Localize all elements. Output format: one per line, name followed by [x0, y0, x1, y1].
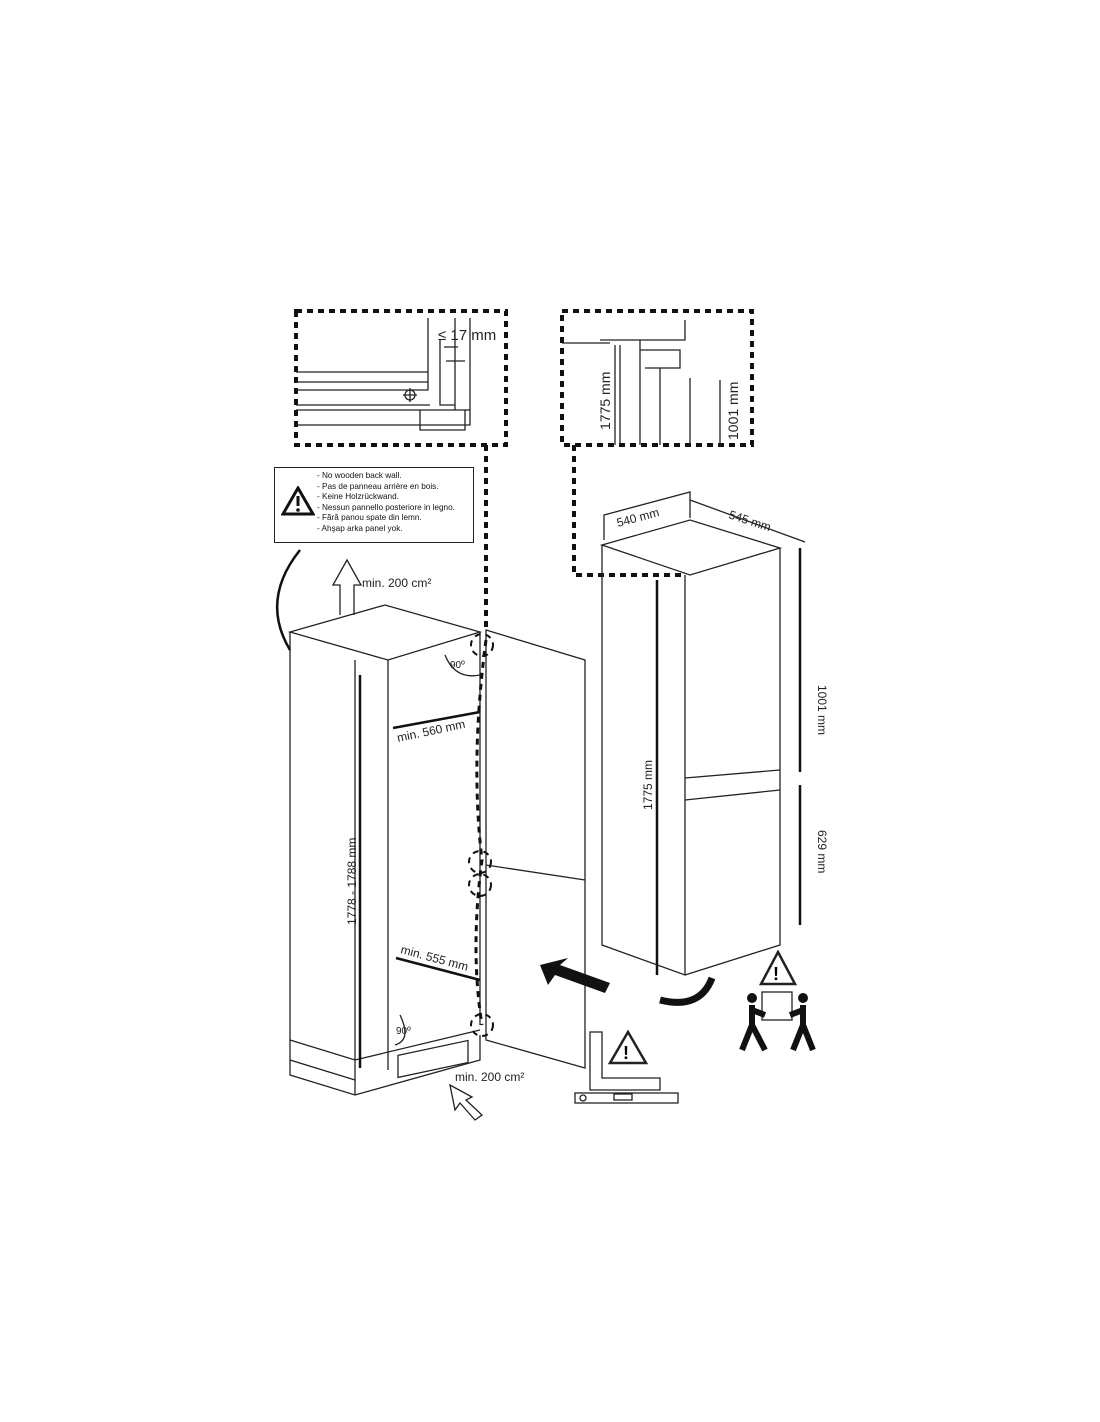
- vent-bottom-label: min. 200 cm²: [455, 1070, 524, 1084]
- upper-door-label: 1001 mm: [815, 685, 829, 735]
- warning-icon: !: [773, 964, 779, 984]
- insert-arrow-icon: [540, 958, 610, 993]
- hinge-gap-detail: ≤ 17 mm: [294, 309, 508, 447]
- warning-line: - Fără panou spate din lemn.: [317, 513, 422, 522]
- height-detail: 1775 mm 1001 mm: [560, 309, 754, 447]
- vent-top-label: min. 200 cm²: [362, 576, 431, 590]
- appliance-width-label: 540 mm: [615, 505, 661, 530]
- warning-lines: - No wooden back wall. - Pas de panneau …: [317, 471, 455, 534]
- angle-bottom-label: 90º: [396, 1026, 411, 1037]
- warning-line: - Pas de panneau arrière en bois.: [317, 481, 439, 491]
- lower-door-label: 629 mm: [815, 830, 829, 873]
- appliance: 1775 mm 1001 mm 629 mm 540 mm 545 mm: [599, 491, 829, 1006]
- appliance-depth-label: 545 mm: [727, 508, 773, 535]
- hinge-gap-label: ≤ 17 mm: [438, 327, 496, 344]
- two-person-lift-warning: !: [739, 949, 816, 1052]
- svg-text:!: !: [623, 1043, 629, 1063]
- warning-box: - No wooden back wall. - Pas de panneau …: [274, 467, 474, 543]
- level-warning: !: [574, 1029, 679, 1104]
- warning-line: - Nessun pannello posteriore in legno.: [317, 502, 455, 512]
- warning-line: - Ahşap arka panel yok.: [317, 523, 403, 533]
- cabinet: 1778 - 1788 mm min. 560 mm min. 555 mm 9…: [275, 549, 586, 1121]
- warning-line: - No wooden back wall.: [317, 471, 402, 480]
- warning-triangle-icon: [281, 486, 315, 516]
- cabinet-height-label: 1778 - 1788 mm: [345, 838, 359, 925]
- warning-pointer-arrow: [275, 549, 301, 651]
- appliance-height-label: 1775 mm: [641, 760, 655, 810]
- detail-height-hinge: 1001 mm: [725, 382, 741, 440]
- warning-line: - Keine Holzrückwand.: [317, 492, 399, 501]
- detail-height-total: 1775 mm: [597, 372, 613, 430]
- angle-top-label: 90º: [450, 660, 465, 671]
